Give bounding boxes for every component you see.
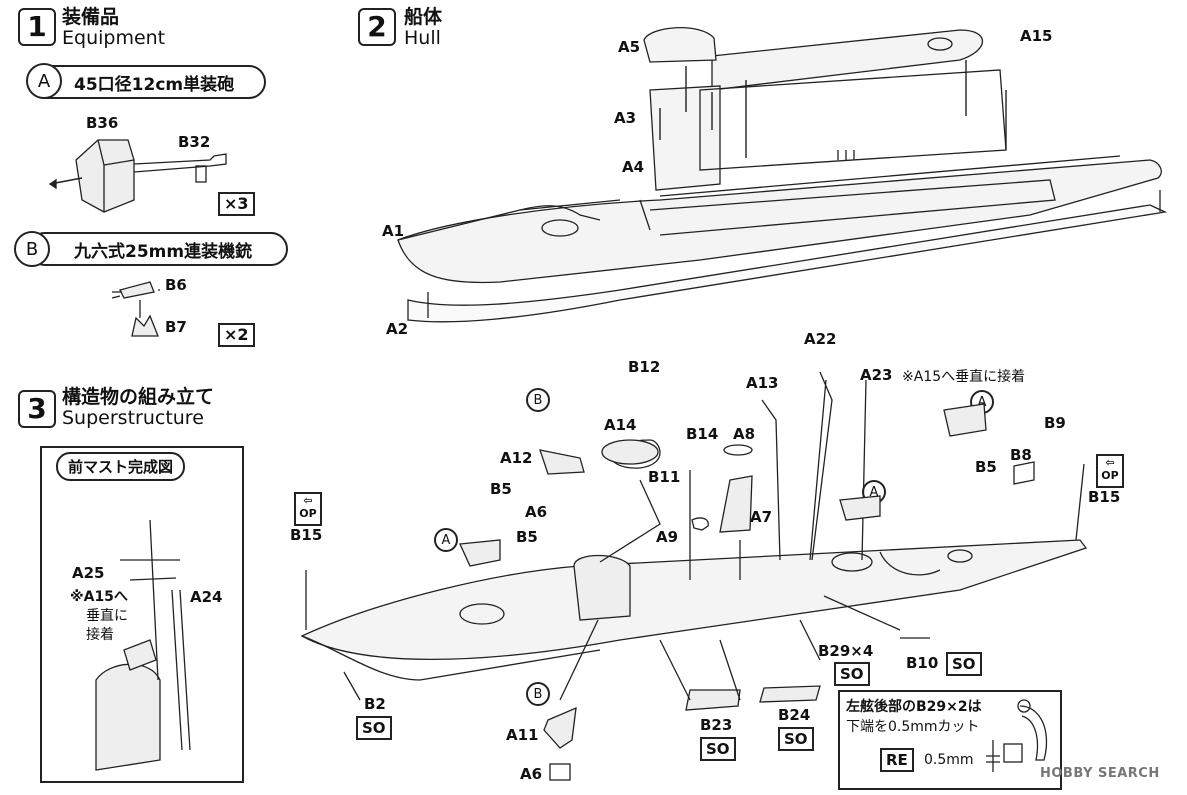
label-b15-right: B15 [1088,488,1121,506]
op-badge-right: ⇦ OP [1096,454,1124,488]
step-1-title-en: Equipment [62,27,166,49]
qty-weapon-a: ×3 [218,192,255,216]
label-b12: B12 [628,358,661,376]
label-b23: B23 [700,716,733,734]
step-2-title-en: Hull [404,27,441,49]
step-2-number: 2 [358,8,396,46]
circle-b-2: B [526,682,550,706]
label-b9: B9 [1044,414,1066,432]
label-a1: A1 [382,222,405,240]
label-a9: A9 [656,528,679,546]
label-b7: B7 [165,318,187,336]
label-a2: A2 [386,320,409,338]
label-b10: B10 [906,654,939,672]
label-a25: A25 [72,564,105,582]
step-1-title: 装備品 Equipment [62,7,165,49]
inset-note-2: 垂直に [86,608,128,624]
label-b29: B29×4 [818,642,874,660]
code-re: RE [880,748,914,772]
code-so-b2: SO [356,716,392,740]
label-a6-top: A6 [525,503,548,521]
foremast-inset [40,446,244,783]
step-1-title-jp: 装備品 [62,6,120,28]
label-a4: A4 [622,158,645,176]
qty-weapon-b: ×2 [218,323,255,347]
step-3-title: 構造物の組み立て Superstructure [62,387,214,429]
label-a14: A14 [604,416,637,434]
code-so-b29: SO [834,662,870,686]
op-arrow-icon: ⇦ [303,494,313,507]
foremast-inset-title: 前マスト完成図 [56,452,186,481]
op-text: OP [1101,469,1119,482]
label-a15: A15 [1020,27,1053,45]
gun-b-drawing [111,281,160,337]
label-a13: A13 [746,374,779,392]
label-b11: B11 [648,468,681,486]
label-a7: A7 [750,508,773,526]
step-2-title-jp: 船体 [404,6,443,28]
step-3-number: 3 [18,390,56,428]
watermark: HOBBY SEARCH [1040,766,1160,781]
circle-b-1: B [526,388,550,412]
cut-dimension: 0.5mm [924,752,974,768]
weapon-b-name: 九六式25mm連装機銃 [74,241,253,262]
code-so-b23: SO [700,737,736,761]
code-so-b24: SO [778,727,814,751]
circle-a-1: A [434,528,458,552]
label-b5-a: B5 [490,480,512,498]
label-b36: B36 [86,114,119,132]
label-b24: B24 [778,706,811,724]
weapon-b-badge: B [14,231,50,267]
label-a11: A11 [506,726,539,744]
label-a22: A22 [804,330,837,348]
label-b8: B8 [1010,446,1032,464]
label-a3: A3 [614,109,637,127]
label-b14: B14 [686,425,719,443]
weapon-a-badge: A [26,63,62,99]
label-b15-left: B15 [290,526,323,544]
op-arrow-icon: ⇦ [1105,456,1115,469]
gun-a-drawing [48,139,227,213]
step-1-number: 1 [18,8,56,46]
hull-drawing [397,27,1168,323]
label-b32: B32 [178,133,211,151]
inset-note-3: 接着 [86,627,114,643]
label-b2: B2 [364,695,386,713]
label-a12: A12 [500,449,533,467]
label-a5: A5 [618,38,641,56]
superstructure-drawing [300,371,1088,781]
cut-note-line1: 左舷後部のB29×2は [846,699,982,715]
label-b6: B6 [165,276,187,294]
step-3-title-en: Superstructure [62,407,204,429]
label-a24: A24 [190,588,223,606]
foremast-drawing [95,519,191,771]
code-so-b10: SO [946,652,982,676]
a23-note: ※A15へ垂直に接着 [902,369,1026,385]
label-a6-bottom: A6 [520,765,543,783]
weapon-a-name: 45口径12cm単装砲 [74,74,235,95]
label-a23: A23 [860,366,893,384]
label-b5-c: B5 [975,458,997,476]
label-b5-b: B5 [516,528,538,546]
step-2-title: 船体 Hull [404,7,442,49]
op-badge-left: ⇦ OP [294,492,322,526]
cut-note-drawing [986,699,1048,772]
step-3-title-jp: 構造物の組み立て [62,386,215,408]
inset-note-1: ※A15へ [70,589,128,605]
op-text: OP [299,507,317,520]
cut-note-line2: 下端を0.5mmカット [846,719,980,735]
label-a8: A8 [733,425,756,443]
